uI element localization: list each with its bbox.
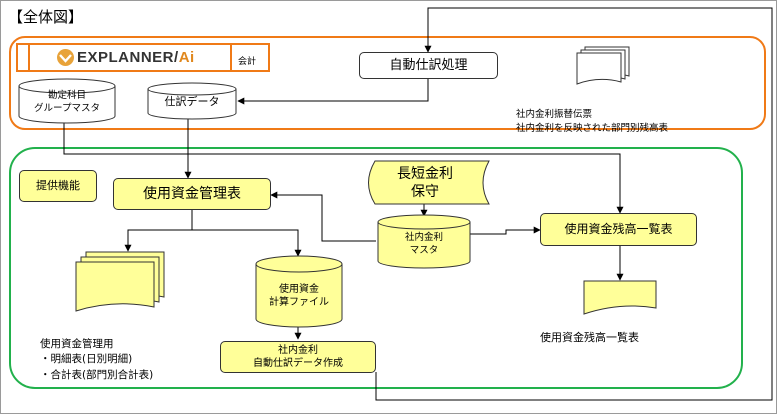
account-master-to-fund-mgmt: [63, 120, 188, 155]
internal-rate-master-label: 社内金利 マスタ: [404, 232, 443, 256]
auto-journal-to-journal-data: [237, 79, 429, 105]
internal-rate-master-cylinder: [377, 214, 471, 269]
diagram-heading: 【全体図】: [8, 8, 84, 26]
loop-back-line: [375, 7, 773, 401]
journal-data-to-balance-list: [188, 153, 624, 214]
fund-mgmt-to-outputs: [124, 210, 193, 252]
account-master-label: 勘定科目 グループマスタ: [34, 90, 100, 114]
accounting-module-label: 会計: [238, 57, 257, 67]
output-documents-text: 社内金利振替伝票 社内金利を反映された部門別残高表: [516, 108, 669, 134]
auto-journal-data-creation-box: 社内金利 自動仕訳データ作成: [220, 341, 376, 373]
fund-calc-file-label: 使用資金 計算ファイル: [269, 283, 329, 309]
fund-balance-list-box: 使用資金残高一覧表: [540, 213, 697, 246]
explanner-logo-box: EXPLANNER/Ai 会計: [16, 43, 270, 72]
long-short-rate-maintenance-shape: [368, 160, 490, 205]
fund-balance-document-icon: [583, 280, 657, 315]
auto-journal-processing-box: 自動仕訳処理: [359, 52, 498, 79]
fund-mgmt-to-calc-file: [192, 229, 302, 257]
provided-features-label: 提供機能: [19, 170, 97, 202]
fund-calc-file-cylinder: [255, 255, 343, 328]
explanner-logo-text: EXPLANNER/Ai: [77, 49, 195, 66]
journal-data-cylinder: [147, 82, 237, 120]
journal-data-label: 仕訳データ: [164, 94, 220, 108]
fund-balance-output-text: 使用資金残高一覧表: [540, 331, 639, 344]
fund-management-outputs-text: 使用資金管理用 ・明細表(日別明細) ・合計表(部門別合計表): [40, 338, 154, 381]
rate-master-to-fund-mgmt: [270, 191, 376, 242]
explanner-logo-icon: [57, 49, 74, 66]
account-master-cylinder: [18, 78, 116, 124]
rate-master-to-balance-list: [470, 226, 541, 235]
accounting-system-group: [9, 36, 766, 130]
fund-management-documents-icon: [75, 251, 165, 312]
fund-management-table-box: 使用資金管理表: [113, 178, 271, 210]
voucher-document-stack-icon: [576, 46, 630, 85]
long-short-rate-maintenance-label: 長短金利 保守: [397, 165, 453, 200]
